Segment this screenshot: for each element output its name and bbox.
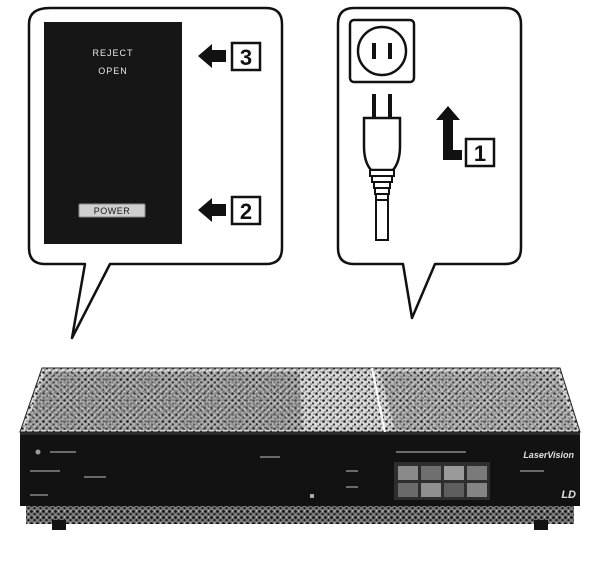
step-3-number: 3 — [240, 45, 252, 70]
control-button[interactable] — [421, 483, 441, 497]
left-callout: REJECT OPEN POWER 3 2 — [29, 8, 282, 338]
control-button[interactable] — [398, 483, 418, 497]
foot-left — [52, 520, 66, 530]
control-button[interactable] — [444, 483, 464, 497]
foot-right — [534, 520, 548, 530]
laserdisc-player: LaserVision LD — [20, 368, 580, 530]
control-button[interactable] — [398, 466, 418, 480]
reject-label: REJECT — [92, 48, 133, 58]
power-button-label: POWER — [94, 206, 131, 216]
player-base — [26, 506, 574, 524]
player-front — [20, 432, 580, 506]
control-button[interactable] — [421, 466, 441, 480]
step-2-number: 2 — [240, 199, 252, 224]
transport-controls — [394, 462, 490, 500]
open-label: OPEN — [98, 66, 128, 76]
wall-outlet-icon — [350, 20, 414, 82]
control-button[interactable] — [467, 483, 487, 497]
step-1-number: 1 — [474, 141, 486, 166]
right-callout: 1 — [338, 8, 521, 318]
ld-logo-mark: LD — [561, 489, 576, 501]
control-button[interactable] — [444, 466, 464, 480]
brand-label: LaserVision — [523, 450, 574, 460]
control-button[interactable] — [467, 466, 487, 480]
